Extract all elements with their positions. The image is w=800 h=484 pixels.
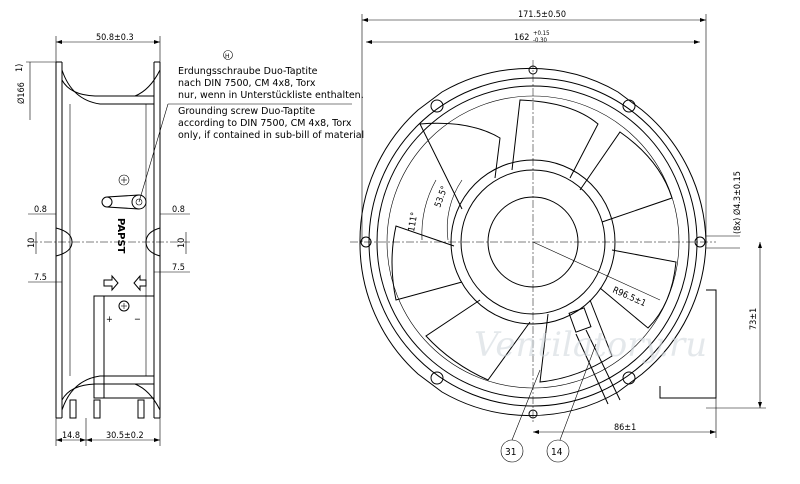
dim-depth-right: 7.5 [172, 263, 185, 273]
brand-label: PAPST [115, 218, 126, 254]
grounding-note [223, 50, 233, 60]
note-en-line2: according to DIN 7500, CM 4x8, Torx [178, 118, 352, 129]
note-de-line2: nach DIN 7500, CM 4x8, Torx [178, 78, 316, 89]
dim-offset-right: 0.8 [172, 205, 185, 215]
label-minus: − [134, 315, 141, 325]
note-symbol: H [225, 53, 230, 60]
dim-diameter: Ø166 [16, 82, 27, 104]
note-de-line3: nur, wenn in Unterstückliste enthalten. [178, 90, 364, 101]
side-view [26, 36, 190, 446]
callout-14: 14 [551, 447, 563, 458]
watermark: Ventilatory.ru [474, 325, 707, 365]
dim-radius: R96.5±1 [611, 286, 648, 310]
dim-holes: 162 [514, 33, 529, 43]
dim-height-right: 10 [177, 238, 187, 248]
dim-width: 50.8±0.3 [96, 33, 134, 43]
dim-holes-tol-upper: +0.15 [533, 30, 550, 37]
dim-height-left: 10 [27, 238, 37, 248]
dim-hole-dia: (8x) Ø4.3±0.15 [732, 171, 743, 234]
dim-angle-1: 53.5° [433, 185, 450, 209]
dim-footnote: 1) [15, 64, 25, 72]
dim-depth-left: 7.5 [34, 273, 47, 283]
dim-vertical: 73±1 [749, 308, 759, 330]
dim-bottom-mid: 30.5±0.2 [106, 431, 144, 441]
callout-31: 31 [505, 447, 516, 458]
dim-bottom-left: 14.8 [62, 431, 80, 441]
front-view [350, 14, 766, 463]
dim-holes-tol-lower: -0.30 [533, 37, 548, 44]
dim-offset-left: 0.8 [34, 205, 47, 215]
label-plus: + [106, 315, 113, 325]
dim-angle-2: 111° [407, 212, 420, 233]
note-en-line3: only, if contained in sub-bill of materi… [178, 130, 364, 141]
note-de-line1: Erdungsschraube Duo-Taptite [178, 66, 318, 77]
note-en-line1: Grounding screw Duo-Taptite [178, 106, 315, 117]
dim-outer: 171.5±0.50 [518, 10, 566, 20]
dim-bottom: 86±1 [614, 423, 636, 433]
